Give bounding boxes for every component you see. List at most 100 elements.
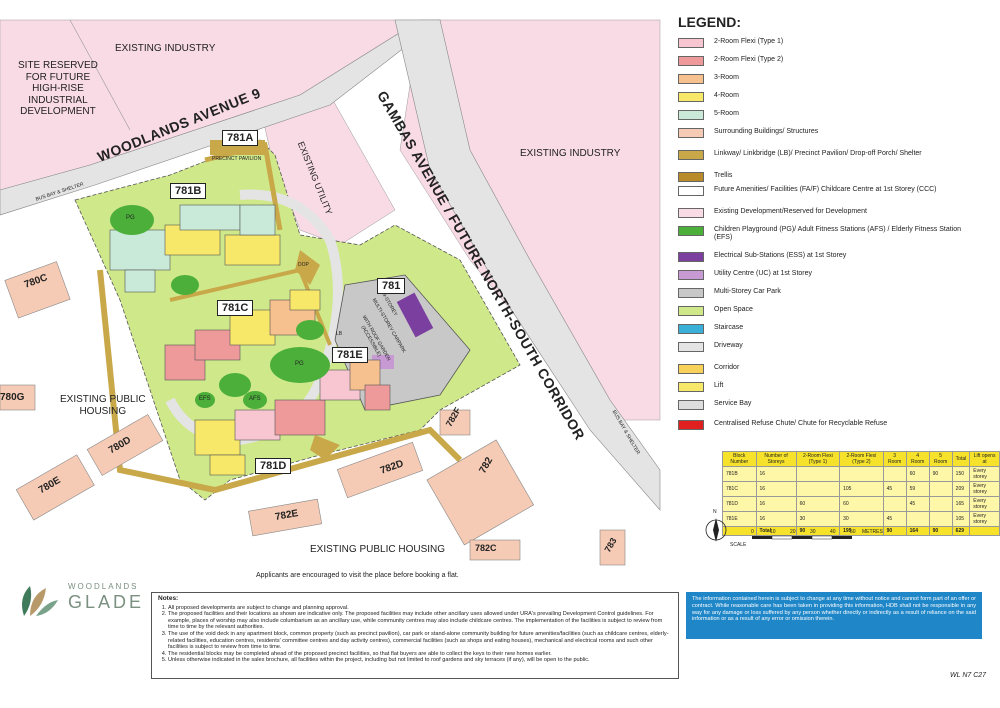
legend-swatch: [678, 420, 704, 430]
table-header-cell: Block Number: [722, 451, 757, 467]
north-label: N: [713, 509, 717, 515]
existing-industry-top-label: EXISTING INDUSTRY: [115, 43, 216, 54]
reference-code: WL N7 C27: [950, 672, 987, 679]
table-cell: [839, 466, 884, 482]
legend-label: Open Space: [714, 306, 753, 313]
legend-swatch: [678, 172, 704, 182]
neighbour-782c-label: 782C: [475, 543, 497, 553]
dop-north: [295, 250, 320, 285]
table-cell: [928, 481, 953, 497]
pg-center: [270, 347, 330, 383]
legend-swatch: [678, 252, 704, 262]
note-item: The residential blocks may be completed …: [168, 651, 672, 658]
table-header-cell: Number of Storeys: [755, 451, 797, 467]
boundary-line: [69, 19, 131, 131]
table-cell: Every storey: [969, 481, 1000, 497]
afs-label: AFS: [249, 396, 261, 402]
scale-bar: N SCALE 0 10 20 30 40 50 METRES: [700, 509, 900, 550]
legend-swatch: [678, 364, 704, 374]
table-cell: 59: [905, 481, 930, 497]
table-cell: 150: [951, 466, 971, 482]
table-total-cell: 164: [905, 526, 930, 536]
table-cell: Every storey: [969, 466, 1000, 482]
legend-label: 2-Room Flexi (Type 2): [714, 56, 784, 63]
pg-east: [296, 320, 324, 340]
gambas-avenue-road: [394, 19, 661, 511]
legend-label: Service Bay: [714, 400, 752, 407]
legend-label: Linkway/ Linkbridge (LB)/ Precinct Pavil…: [714, 150, 922, 157]
site-plan-map: [0, 19, 661, 566]
table-cell: 90: [928, 466, 953, 482]
table-cell: 781E: [722, 511, 757, 527]
legend-label: Centralised Refuse Chute/ Chute for Recy…: [714, 420, 888, 427]
efs-label: EFS: [199, 396, 211, 402]
table-total-cell: 629: [951, 526, 971, 536]
ess-building: [396, 292, 434, 338]
legend-swatch: [678, 288, 704, 298]
table-total-cell: 90: [795, 526, 841, 536]
scale-label: SCALE: [730, 542, 747, 548]
scale-tick: 20: [790, 529, 796, 535]
site-reserved-label: SITE RESERVED FOR FUTURE HIGH-RISE INDUS…: [18, 60, 98, 117]
block-781d-tag: 781D: [255, 458, 292, 474]
table-cell: 781C: [722, 481, 757, 497]
note-item: Unless otherwise indicated in the sales …: [168, 657, 672, 664]
pg-781b: [110, 205, 154, 235]
precinct-pavilion-label: PRECINCT PAVILION: [212, 156, 262, 162]
table-cell: [928, 496, 953, 512]
disclaimer-box: The information contained herein is subj…: [686, 592, 982, 639]
table-cell: 105: [951, 511, 971, 527]
table-header-cell: 4 Room: [905, 451, 930, 467]
lb-label: LB: [336, 331, 343, 337]
table-cell: [928, 511, 953, 527]
table-cell: 16: [755, 496, 797, 512]
table-cell: [795, 466, 841, 482]
table-cell: [882, 466, 907, 482]
legend-label: Trellis: [714, 172, 733, 179]
legend-swatch: [678, 56, 704, 66]
legend-label: Utility Centre (UC) at 1st Storey: [714, 270, 813, 277]
note-item: The use of the void deck in any apartmen…: [168, 631, 672, 651]
legend-swatch: [678, 92, 704, 102]
legend-label: Lift: [714, 382, 724, 389]
dop-label: DOP: [298, 262, 309, 268]
scale-tick: 10: [770, 529, 776, 535]
dop-south: [310, 435, 340, 460]
legend-swatch: [678, 306, 704, 316]
block-781b-tag: 781B: [170, 183, 207, 199]
legend-label: 5-Room: [714, 110, 739, 117]
legend-label: Surrounding Buildings/ Structures: [714, 128, 819, 135]
existing-public-housing-bottom-label: EXISTING PUBLIC HOUSING: [310, 544, 446, 555]
legend-label: Existing Development/Reserved for Develo…: [714, 208, 867, 215]
table-cell: 781B: [722, 466, 757, 482]
block-781b: [109, 204, 281, 293]
linkway-main: [97, 269, 463, 494]
table-cell: Every storey: [969, 496, 1000, 512]
legend-swatch: [678, 382, 704, 392]
pg-north: [171, 275, 199, 295]
scale-tick: 50: [850, 529, 856, 535]
scale-tick: 30: [810, 529, 816, 535]
block-781e-tag: 781E: [332, 347, 368, 363]
north-arrow-icon: [705, 518, 852, 542]
legend-label: Corridor: [714, 364, 740, 371]
legend-swatch: [678, 150, 704, 160]
block-781-tag: 781: [377, 278, 406, 294]
table-cell: Every storey: [969, 511, 1000, 527]
table-header-cell: Total: [951, 451, 971, 467]
visit-note: Applicants are encouraged to visit the p…: [256, 572, 459, 579]
notes-title: Notes:: [158, 595, 179, 602]
pg-south: [219, 373, 251, 397]
existing-industry-right-label: EXISTING INDUSTRY: [520, 148, 621, 159]
table-cell: 165: [951, 496, 971, 512]
neighbour-buildings: [0, 261, 626, 566]
woodlands-glade-logo: WOODLANDS GLADE: [16, 578, 141, 618]
legend-title: LEGEND:: [678, 14, 741, 30]
legend-swatch: [678, 324, 704, 334]
table-cell: 16: [755, 466, 797, 482]
pg-label-2: PG: [295, 361, 304, 367]
